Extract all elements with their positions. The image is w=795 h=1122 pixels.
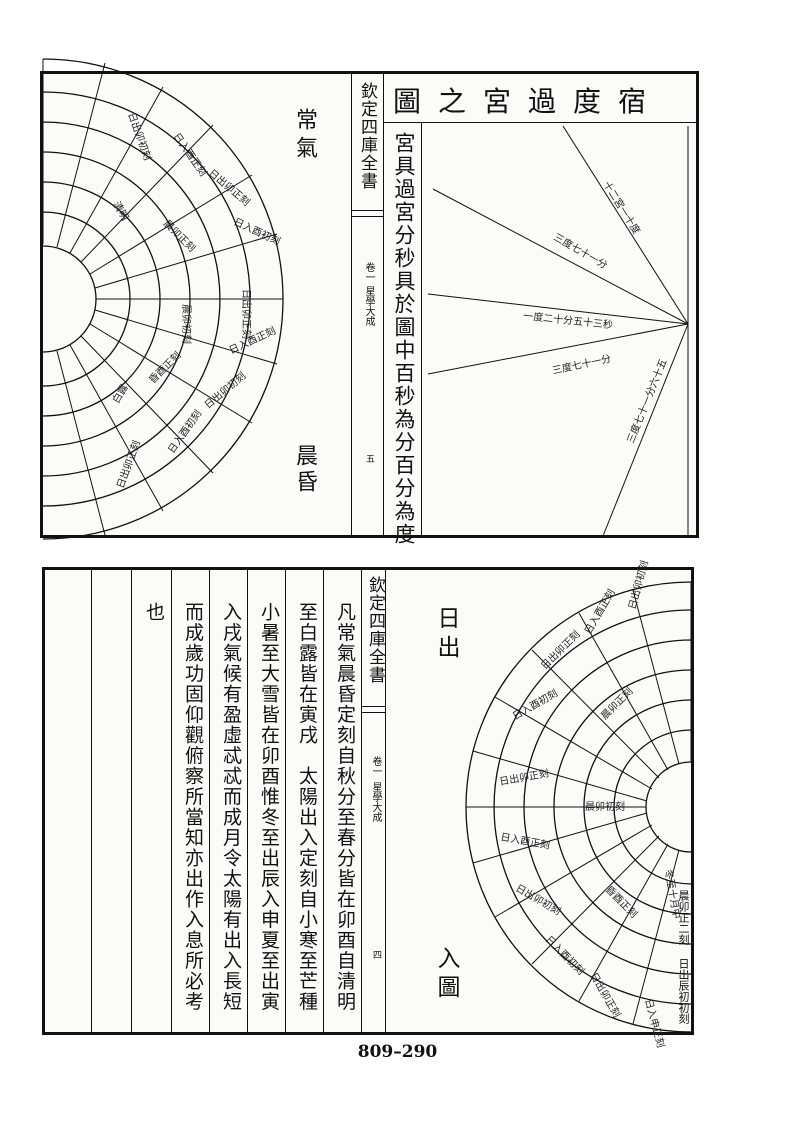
svg-text:日出卯初刻: 日出卯初刻 xyxy=(625,559,650,611)
text-column-3: 小暑至大雪皆在卯酉惟冬至出辰入申夏至出寅 xyxy=(258,602,280,1012)
volume-label: 卷一 xyxy=(363,262,374,282)
changqi-chenhun-diagram: 日出卯初刻 日入酉正刻 日出卯正刻 日入酉初刻 日出卯正刻 日入酉正刻 日出卯初… xyxy=(42,58,284,540)
volume-label: 卷一 xyxy=(370,756,381,776)
spine-fishtail-top xyxy=(351,210,383,211)
column-rule-3 xyxy=(171,570,172,1032)
top-page: 日出卯初刻 日入酉正刻 日出卯正刻 日入酉初刻 日出卯正刻 日入酉正刻 日出卯初… xyxy=(40,58,699,546)
column-rule-5 xyxy=(247,570,248,1032)
richu-ru-diagram: 日出卯初刻 日入酉正刻 日出卯正刻 日入酉初刻 日出卯正刻 日入酉正刻 日出卯初… xyxy=(465,559,692,1049)
svg-text:日出卯正刻: 日出卯正刻 xyxy=(587,970,623,1020)
spine-right-rule xyxy=(385,570,386,1032)
diagram-label-rutu: 入圖 xyxy=(433,946,459,1004)
text-column-6: 也 xyxy=(143,602,165,621)
spine-right-rule xyxy=(383,74,384,535)
svg-text:日出卯初刻: 日出卯初刻 xyxy=(514,881,564,917)
title-band-bottom-rule xyxy=(383,122,699,123)
svg-text:十二宮一十度: 十二宮一十度 xyxy=(600,179,643,237)
diagram-label-chenhun: 晨昏 xyxy=(292,444,317,496)
collection-title: 星學大成 xyxy=(370,782,381,822)
svg-text:三度七十一分: 三度七十一分 xyxy=(551,352,612,377)
spine-left-rule xyxy=(351,74,352,535)
diagram-label-richu: 日出 xyxy=(433,606,459,664)
text-column-5: 而成歲功固仰觀俯察所當知亦出作入息所必考 xyxy=(182,602,204,1012)
sudu-guogong-diagram: 十二宮一十度 三度七十一分 一度二十分五十三秒 三度七十一分 三度七十一分六十五 xyxy=(427,125,689,537)
svg-text:一度二十分五十三秒: 一度二十分五十三秒 xyxy=(523,309,614,331)
svg-text:日入酉正刻: 日入酉正刻 xyxy=(581,587,617,637)
book-title: 欽定四庫全書 xyxy=(365,576,385,684)
svg-text:三度七十一分: 三度七十一分 xyxy=(552,230,610,271)
collection-title: 星學大成 xyxy=(363,286,374,326)
svg-text:晨卯初刻: 晨卯初刻 xyxy=(180,304,193,344)
column-rule-6 xyxy=(285,570,286,1032)
column-rule-7 xyxy=(323,570,324,1032)
spine-fishtail-bottom xyxy=(361,712,385,713)
text-column-2: 至白露皆在寅戌 太陽出入定刻自小寒至芒種 xyxy=(296,602,318,1012)
text-column-4: 入戌氣候有盈虛忒忒而成月令太陽有出入長短 xyxy=(220,602,242,1012)
bottom-page: 凡常氣晨昏定刻自秋分至春分皆在卯酉自清明 至白露皆在寅戌 太陽出入定刻自小寒至芒… xyxy=(42,559,694,1049)
svg-text:日入酉初刻: 日入酉初刻 xyxy=(543,933,588,978)
svg-text:日出卯正刻: 日出卯正刻 xyxy=(538,628,583,673)
book-title: 欽定四庫全書 xyxy=(357,82,377,190)
folio-number: 四 xyxy=(371,950,381,959)
svg-text:日入酉初刻: 日入酉初刻 xyxy=(510,686,560,722)
spine-fishtail-top xyxy=(361,706,385,707)
spine-fishtail-bottom xyxy=(351,216,383,217)
column-rule-8 xyxy=(361,570,362,1032)
column-rule-1 xyxy=(91,570,92,1032)
page-number: 809–290 xyxy=(357,1042,438,1062)
folio-number: 五 xyxy=(364,454,374,463)
diagram-note: 宮具過宮分秒具於圖中百秒為分百分為度 xyxy=(392,132,416,546)
note-column-rule xyxy=(421,122,422,535)
diagram-note-bottom-right: 晨卯正二刻 日出辰初初刻 xyxy=(677,890,690,1024)
svg-text:日出卯正刻: 日出卯正刻 xyxy=(240,289,253,339)
svg-text:晨卯初刻: 晨卯初刻 xyxy=(585,800,625,813)
svg-text:三度七十一分六十五: 三度七十一分六十五 xyxy=(624,357,670,445)
text-column-1: 凡常氣晨昏定刻自秋分至春分皆在卯酉自清明 xyxy=(334,602,356,1012)
column-rule-2 xyxy=(131,570,132,1032)
diagram-label-changqi: 常氣 xyxy=(292,108,317,164)
svg-text:日出卯正刻: 日出卯正刻 xyxy=(498,766,549,787)
diagram-title: 宿度過宮之圖 xyxy=(393,85,664,118)
column-rule-4 xyxy=(209,570,210,1032)
